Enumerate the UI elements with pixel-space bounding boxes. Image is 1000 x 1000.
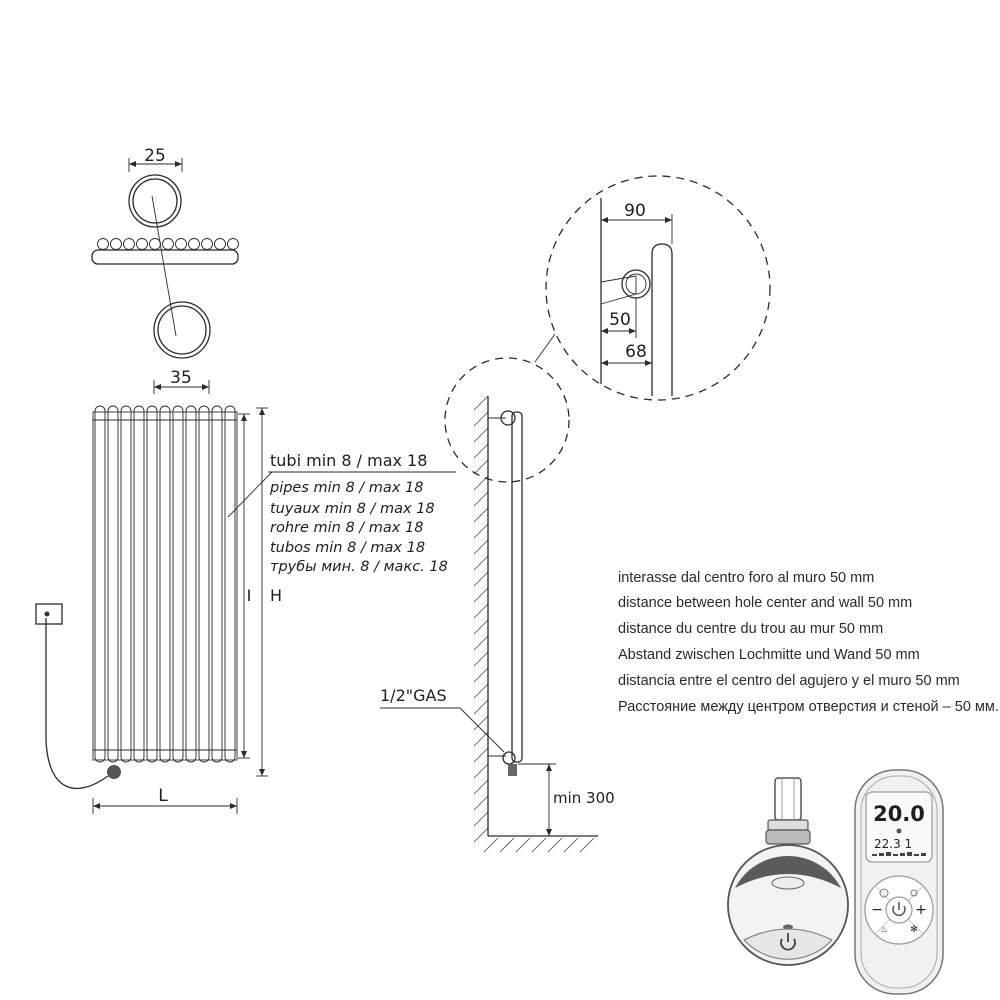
distance-note-line: distance between hole center and wall 50…	[618, 595, 912, 611]
power-icon	[780, 933, 796, 951]
display-room-temp: 22.3 1	[874, 837, 912, 851]
power-icon	[892, 902, 906, 916]
side-view: 1/2"GAS min 300	[380, 333, 615, 853]
bracket-detail: 90 50 68	[545, 175, 771, 401]
sun-icon[interactable]	[910, 889, 918, 897]
top-view: 25 35	[91, 146, 239, 394]
pipes-note-line: трубы мин. 8 / макс. 18	[270, 559, 448, 575]
min-300-label: min 300	[553, 789, 615, 807]
distance-note: interasse dal centro foro al muro 50 mm …	[618, 570, 999, 715]
heating-element-plug	[107, 765, 121, 779]
dim-L-label: L	[158, 786, 168, 806]
plus-icon[interactable]: +	[915, 902, 927, 918]
radiator-front-view: L I H	[35, 405, 456, 814]
wall-hatch	[473, 395, 595, 853]
dim-50-label: 50	[609, 310, 631, 330]
distance-note-line: distance du centre du trou au mur 50 mm	[618, 621, 883, 637]
remote-control: 20.0 22.3 1 + − ♨ ✻	[854, 769, 944, 995]
dim-68-label: 68	[625, 342, 647, 362]
distance-note-line: Расстояние между центром отверстия и сте…	[618, 699, 999, 715]
dim-I-label: I	[247, 586, 252, 605]
display-bar-indicator	[872, 852, 926, 856]
minus-icon[interactable]: −	[871, 902, 883, 918]
pipes-note-line: tubos min 8 / max 18	[270, 540, 425, 556]
display-set-temp: 20.0	[873, 802, 925, 826]
pipes-note-line: tuyaux min 8 / max 18	[270, 501, 435, 517]
distance-note-line: interasse dal centro foro al muro 50 mm	[618, 570, 874, 586]
pipes-note-line: rohre min 8 / max 18	[270, 520, 423, 536]
snowflake-icon[interactable]: ✻	[910, 925, 918, 935]
connection-label: 1/2"GAS	[380, 686, 447, 705]
drop-icon[interactable]: ♨	[880, 925, 888, 935]
valve	[508, 764, 517, 776]
radiator-columns	[94, 405, 236, 763]
pipes-note-line: tubi min 8 / max 18	[270, 451, 427, 470]
dim-35-label: 35	[170, 368, 192, 388]
tube-row	[97, 238, 239, 250]
distance-note-line: distancia entre el centro del agujero y …	[618, 673, 960, 689]
dim-25-label: 25	[144, 146, 166, 166]
wall-socket	[35, 603, 63, 625]
heating-element	[727, 777, 849, 966]
dim-H-label: H	[270, 586, 282, 605]
clock-icon[interactable]	[879, 888, 889, 898]
dim-90-label: 90	[624, 201, 646, 221]
distance-note-line: Abstand zwischen Lochmitte und Wand 50 m…	[618, 647, 920, 663]
pipes-note-line: pipes min 8 / max 18	[269, 480, 423, 496]
pipes-note: tubi min 8 / max 18 pipes min 8 / max 18…	[269, 451, 448, 575]
